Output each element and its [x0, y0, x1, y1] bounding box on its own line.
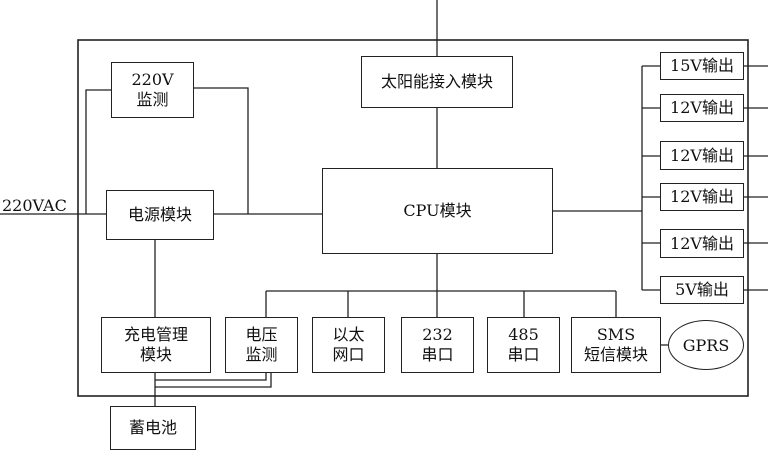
output-label-3: 12V输出 [670, 145, 734, 165]
gprs-label: GPRS [682, 335, 730, 355]
sms-module-block: SMS 短信模块 [571, 317, 661, 373]
serial-232-block: 232 串口 [401, 317, 474, 373]
solar-access-block: 太阳能接入模块 [361, 56, 513, 108]
battery-label: 蓄电池 [128, 418, 177, 437]
output-box-2: 12V输出 [660, 94, 744, 122]
voltage-monitor-block: 电压 监测 [225, 317, 298, 373]
charge-management-block: 充电管理 模块 [101, 317, 211, 373]
power-module-label: 电源模块 [127, 205, 192, 224]
solar-access-label: 太阳能接入模块 [380, 72, 493, 91]
monitor-220v-left-link [85, 89, 111, 214]
output-label-2: 12V输出 [670, 98, 734, 117]
output-box-5: 12V输出 [660, 229, 744, 258]
serial-232-line-2: 串口 [421, 345, 454, 364]
voltage-monitor-line-2: 监测 [245, 345, 278, 364]
system-enclosure [77, 39, 749, 397]
output-box-4: 12V输出 [660, 183, 744, 211]
battery-block: 蓄电池 [110, 406, 196, 450]
charge-management-line-1: 充电管理 [123, 325, 188, 344]
output-label-4: 12V输出 [670, 187, 734, 206]
voltage-monitor-line-1: 电压 [245, 325, 278, 344]
charge-management-line-2: 模块 [139, 345, 172, 364]
output-label-5: 12V输出 [670, 233, 734, 253]
voltage-monitor-link-b [155, 373, 272, 388]
gprs-ellipse: GPRS [668, 320, 744, 370]
ethernet-port-line-1: 以太 [332, 325, 365, 344]
voltage-monitor-link-a [155, 373, 267, 381]
sms-module-line-2: 短信模块 [583, 345, 648, 364]
output-label-6: 5V输出 [675, 280, 729, 299]
serial-232-line-1: 232 [422, 325, 453, 344]
serial-485-line-1: 485 [508, 325, 539, 344]
serial-485-block: 485 串口 [487, 317, 560, 373]
output-box-1: 15V输出 [660, 52, 744, 80]
monitor-220v-right-link [194, 87, 249, 214]
sms-module-line-1: SMS [596, 325, 636, 344]
monitor-220v-block: 220V 监测 [111, 62, 194, 118]
input-label-220vac: 220VAC [2, 196, 67, 215]
monitor-220v-line-1: 220V [131, 70, 174, 89]
output-box-6: 5V输出 [660, 276, 744, 304]
serial-485-line-2: 串口 [507, 345, 540, 364]
ethernet-port-block: 以太 网口 [312, 317, 385, 373]
output-box-3: 12V输出 [660, 141, 744, 170]
monitor-220v-line-2: 监测 [136, 90, 169, 109]
ethernet-port-line-2: 网口 [332, 345, 365, 364]
power-module-block: 电源模块 [106, 190, 214, 240]
cpu-module-block: CPU模块 [322, 168, 553, 254]
cpu-module-label: CPU模块 [403, 201, 472, 220]
output-label-1: 15V输出 [670, 56, 734, 75]
